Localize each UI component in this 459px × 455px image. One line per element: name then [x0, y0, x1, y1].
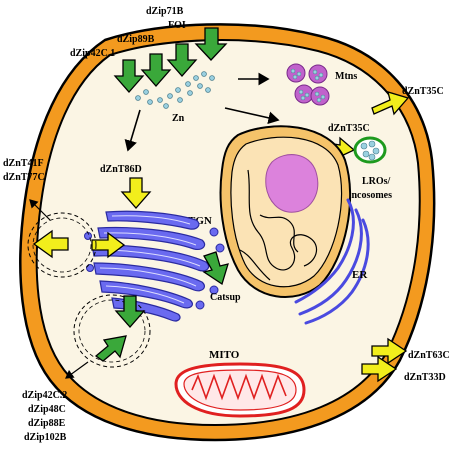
endoplasmic-reticulum: [294, 198, 370, 325]
highlight-circle-bottom-left-inner: [78, 299, 146, 363]
lro-zincosome: [353, 136, 387, 164]
zip48c-label: dZip48C: [28, 404, 66, 415]
importer-arrow-zip89b: [140, 53, 172, 87]
znt63c-label: dZnT63C: [408, 350, 450, 361]
zip89b-label: dZip89B: [117, 34, 155, 45]
znt35c-membrane-label: dZnT35C: [402, 86, 444, 97]
chromatin: [239, 169, 318, 281]
znt35c-lro-label: dZnT35C: [328, 123, 370, 134]
zip71b-label: dZip71B: [146, 6, 184, 17]
zincosomes-label: Zincosomes: [342, 190, 392, 201]
znt86d-label: dZnT86D: [100, 164, 142, 175]
arrow-to-tgn: [124, 109, 141, 152]
zip42c2-label: dZip42C.2: [22, 390, 67, 401]
zinc-ions: [135, 71, 215, 109]
importer-arrow-catsup: [202, 251, 229, 286]
metallothionein-cluster: [286, 63, 330, 106]
zn-label: Zn: [172, 113, 185, 124]
er-label: ER: [352, 269, 368, 281]
importer-arrow-zip42c1: [113, 59, 145, 93]
golgi-tgn-stack: [84, 210, 225, 322]
exporter-arrow-znt33d: [361, 355, 398, 383]
nucleolus: [265, 154, 319, 213]
exporter-arrow-znt41f-znt77c: [32, 229, 69, 259]
arrow-to-zip42c2-label: [65, 361, 89, 379]
zip102b-label: dZip102B: [24, 432, 67, 443]
catsup-label: Catsup: [210, 292, 241, 303]
importer-arrow-zip71b: [194, 27, 228, 61]
zip88e-label: dZip88E: [28, 418, 66, 429]
foi-label: FOI: [168, 20, 186, 31]
mtns-label: Mtns: [335, 71, 357, 82]
znt33d-label: dZnT33D: [404, 372, 446, 383]
exporter-arrow-tgn-inbound: [91, 231, 126, 259]
exporter-arrow-znt63c: [371, 337, 408, 365]
highlight-circle-left: [27, 212, 97, 278]
importer-arrow-foi: [166, 43, 198, 77]
lros-label: LROs/: [362, 176, 391, 187]
importer-arrow-zip42c2-group: [94, 335, 127, 362]
mito-label: MITO: [209, 349, 240, 361]
nucleus: [219, 125, 352, 298]
highlight-circle-bottom-left: [73, 294, 151, 368]
arrow-to-lros: [224, 107, 280, 125]
arrow-to-znt41f-label: [29, 199, 51, 221]
znt77c-label: dZnT77C: [3, 172, 45, 183]
exporter-arrow-znt86d: [120, 177, 152, 209]
mitochondrion: [174, 362, 306, 418]
highlight-circle-left-inner: [32, 217, 92, 273]
exporter-arrow-znt35c-membrane: [371, 91, 410, 116]
zip42c1-label: dZip42C.1: [70, 48, 115, 59]
znt41f-label: dZnT41F: [3, 158, 44, 169]
importer-arrow-golgi-lower: [114, 295, 146, 328]
